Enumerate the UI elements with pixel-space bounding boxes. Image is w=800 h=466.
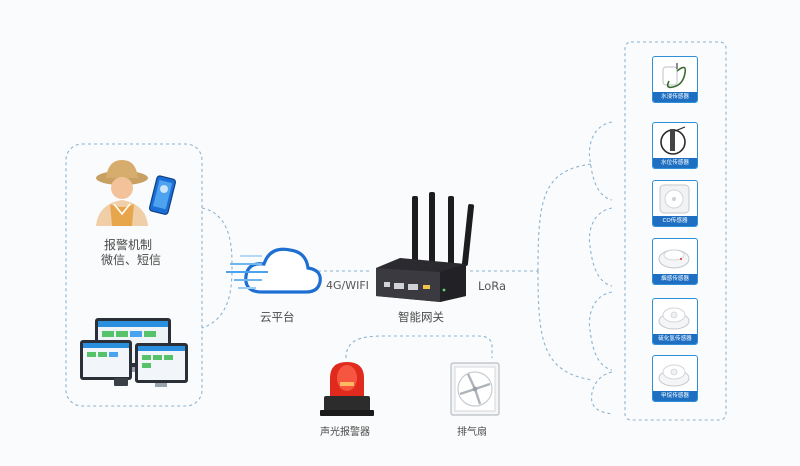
water-immersion-sensor-icon [662,63,687,89]
exhaust-fan-label: 排气扇 [457,427,487,438]
sensor-card-co: CO传感器 [652,180,698,227]
co-sensor-icon [659,184,690,214]
sensor-name: 硫化氢传感器 [653,334,697,344]
sensor-name: 水位传感器 [653,158,697,168]
sensor-brace-1 [588,121,613,201]
cloud-platform-icon [226,247,322,294]
monitoring-screens-icon [80,318,188,387]
siren-label: 声光报警器 [320,427,370,438]
siren-alarm-icon [320,362,374,416]
sensor-brace-2 [588,207,613,287]
sensor-card-water-level: 水位传感器 [652,122,698,169]
sensor-card-h2s: 硫化氢传感器 [652,298,698,345]
smoke-sensor-icon [658,249,690,269]
uplink-label: 4G/WIFI [326,279,369,292]
methane-sensor-icon [658,364,690,387]
farmer-avatar-icon [96,160,148,226]
sensor-brace-3 [588,291,613,371]
sensor-card-methane: 甲烷传感器 [652,355,698,402]
actuator-connector [345,335,493,359]
sensor-bus-connector [537,163,593,381]
sensor-name: 烟感传感器 [653,274,697,284]
smartphone-icon [148,175,177,215]
sensor-name: 甲烷传感器 [653,391,697,401]
cloud-platform-label: 云平台 [260,310,295,324]
left-brace-connector [201,207,233,329]
lora-label: LoRa [478,279,507,293]
sensor-brace-4 [590,371,613,415]
water-level-sensor-icon [660,126,686,155]
sensor-group-frame [624,41,727,421]
exhaust-fan-icon [450,362,500,416]
sensor-name: CO传感器 [653,216,697,226]
hydrogen-sulfide-sensor-icon [658,307,690,330]
alarm-mechanism-label: 报警机制 [104,238,153,252]
sensor-card-smoke: 烟感传感器 [652,238,698,285]
gateway-router-icon [376,192,475,302]
gateway-label: 智能网关 [398,310,444,324]
sensor-card-water-immersion: 水浸传感器 [652,56,698,103]
alarm-channels-label: 微信、短信 [101,253,162,267]
sensor-name: 水浸传感器 [653,92,697,102]
